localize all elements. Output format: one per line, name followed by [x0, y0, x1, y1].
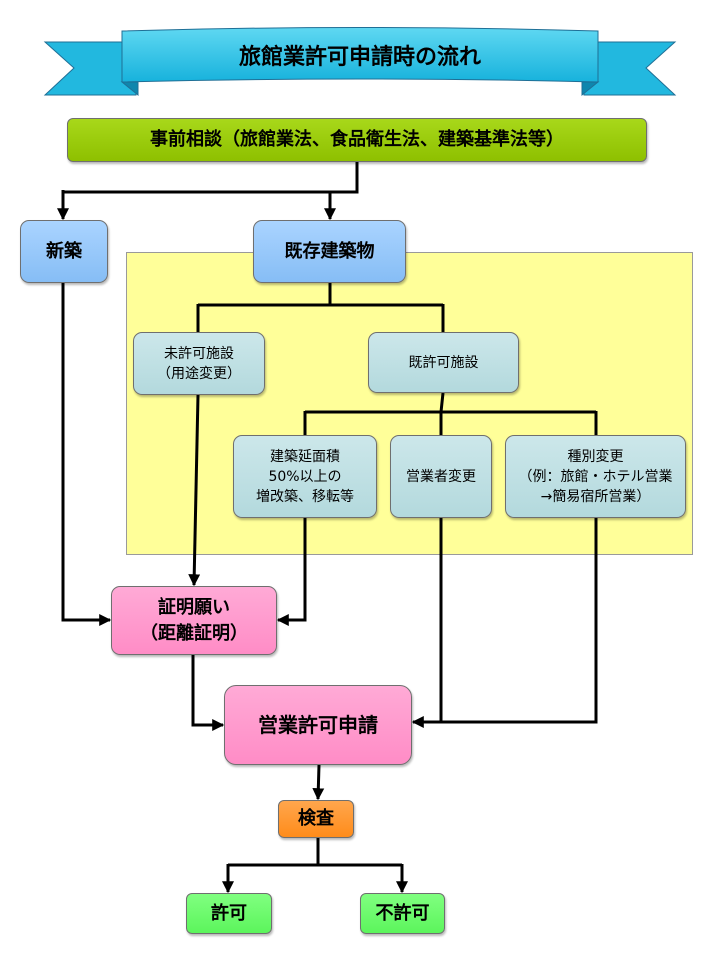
connector-type-change: [441, 518, 598, 724]
unlicensed-facility-line2: （用途変更）: [157, 365, 241, 382]
certificate-request-box: 証明願い （距離証明）: [111, 586, 277, 655]
approved-box: 許可: [186, 893, 272, 934]
prior-consultation-box: 事前相談（旅館業法、食品衛生法、建築基準法等）: [67, 118, 647, 162]
unlicensed-facility-box: 未許可施設 （用途変更）: [133, 332, 265, 395]
type-change-line2: （例：旅館・ホテル営業: [518, 468, 673, 485]
arrow-new-build-to-certificate: [61, 283, 112, 626]
extension-line3: 増改築、移転等: [256, 488, 354, 505]
business-license-application-label: 営業許可申請: [258, 713, 378, 737]
connector-inspection-split: [228, 838, 402, 867]
arrow-extension-to-certificate: [276, 518, 307, 626]
rejected-box: 不許可: [360, 893, 445, 934]
type-change-line1: 種別変更: [567, 448, 624, 465]
arrow-certificate-to-application: [191, 655, 225, 731]
new-build-label: 新築: [46, 240, 82, 262]
type-change-box: 種別変更 （例：旅館・ホテル営業 →簡易宿所営業）: [505, 435, 686, 518]
page-title: 旅館業許可申請時の流れ: [239, 44, 481, 70]
certificate-line2: （距離証明）: [140, 622, 248, 644]
connector-consult-split: [63, 162, 359, 194]
arrow-unlicensed-to-certificate: [188, 394, 201, 587]
title-ribbon: 旅館業許可申請時の流れ: [43, 27, 677, 97]
prior-consultation-label: 事前相談（旅館業法、食品衛生法、建築基準法等）: [150, 129, 564, 150]
extension-line2: 50%以上の: [268, 468, 342, 485]
connector-licensed-split: [303, 392, 598, 435]
existing-building-label: 既存建築物: [284, 240, 375, 262]
ribbon-right-tail: [583, 41, 677, 96]
extension-line1: 建築延面積: [270, 448, 340, 465]
arrow-application-to-inspection: [312, 764, 325, 801]
inspection-box: 検査: [278, 800, 354, 838]
arrow-operator-to-application: [411, 518, 443, 728]
licensed-facility-box: 既許可施設: [368, 332, 519, 393]
approved-label: 許可: [211, 902, 247, 924]
inspection-label: 検査: [298, 808, 334, 829]
type-change-line3: →簡易宿所営業）: [540, 488, 651, 505]
ribbon-left-tail: [43, 41, 137, 96]
new-build-box: 新築: [20, 220, 108, 283]
connector-existing-split: [196, 283, 445, 332]
operator-change-label: 営業者変更: [406, 468, 476, 485]
ribbon-band: [121, 27, 599, 83]
extension-relocation-box: 建築延面積 50%以上の 増改築、移転等: [233, 435, 377, 518]
rejected-label: 不許可: [375, 902, 430, 924]
business-license-application-box: 営業許可申請: [224, 685, 412, 765]
operator-change-box: 営業者変更: [390, 435, 492, 518]
licensed-facility-label: 既許可施設: [408, 354, 479, 371]
existing-building-box: 既存建築物: [253, 220, 406, 283]
unlicensed-facility-line1: 未許可施設: [164, 345, 234, 362]
certificate-line1: 証明願い: [158, 596, 230, 618]
